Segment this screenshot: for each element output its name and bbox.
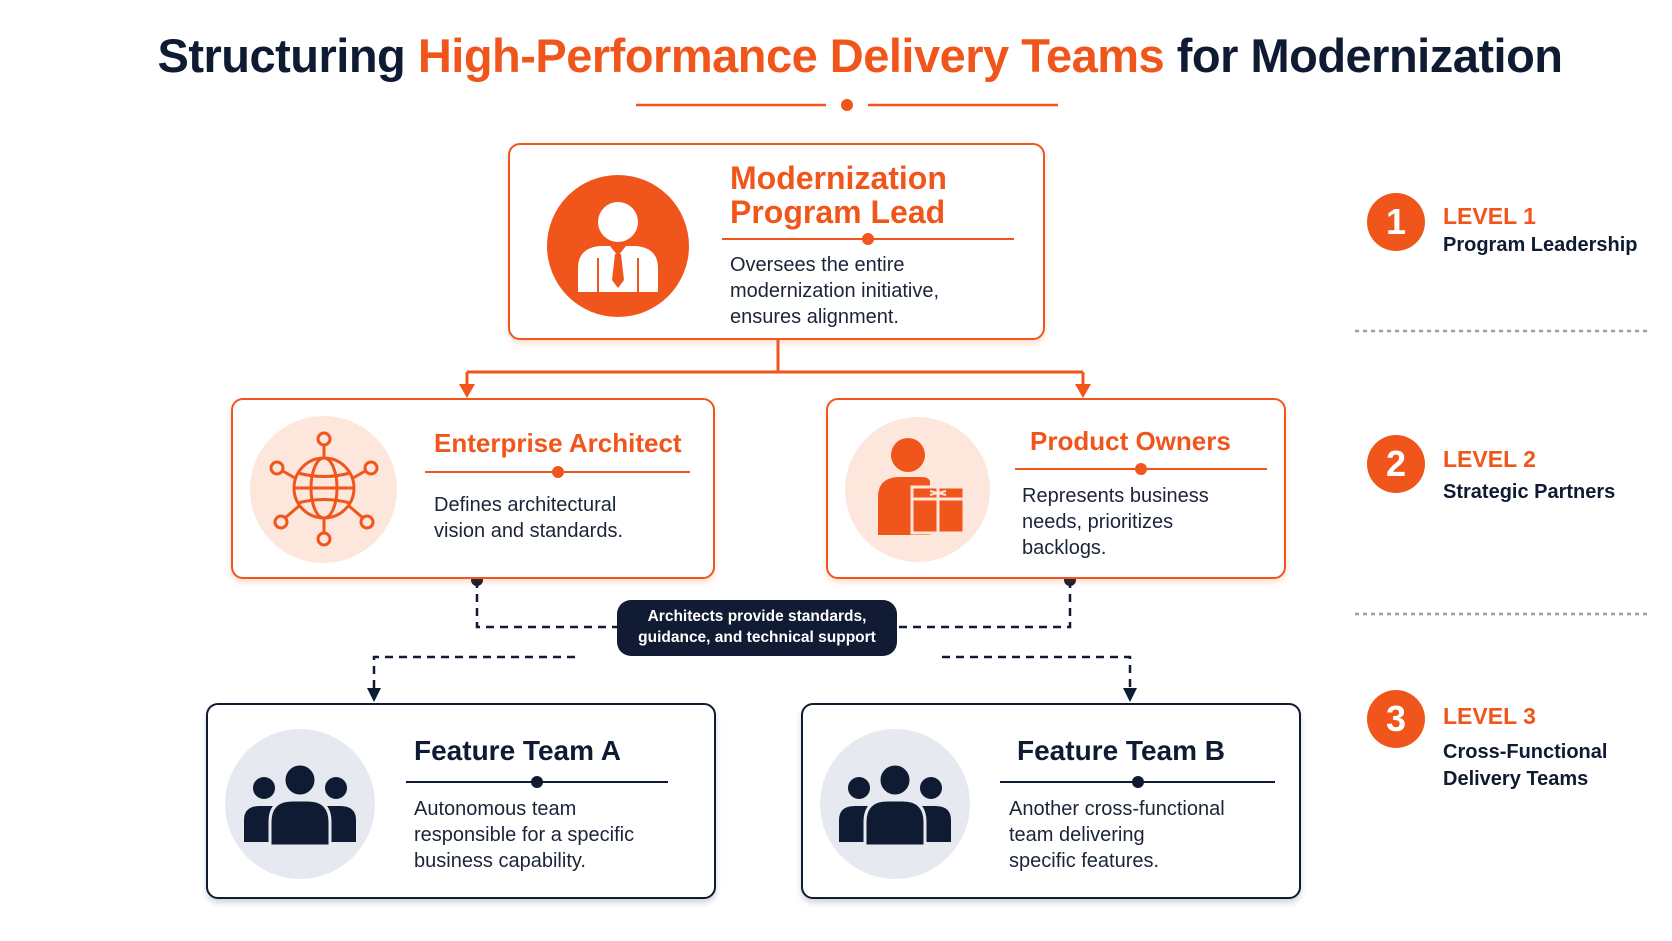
globe-network-icon [250, 416, 397, 563]
level-2-label: LEVEL 2 [1443, 446, 1536, 472]
callout-line-1: Architects provide standards, [647, 608, 867, 625]
product-owners-desc-line-2: needs, prioritizes [1022, 511, 1174, 533]
feature-team-b-divider [1000, 776, 1275, 788]
enterprise-architect-desc-line-1: Defines architectural [434, 494, 617, 516]
title-part-2: for Modernization [1164, 29, 1563, 82]
level-3-name-line-2: Delivery Teams [1443, 768, 1589, 790]
program-lead-divider [722, 233, 1014, 245]
level-3-name-line-1: Cross-Functional [1443, 741, 1608, 763]
feature-team-b-title: Feature Team B [1017, 735, 1225, 766]
title-part-1: Structuring [157, 29, 418, 82]
enterprise-architect-title: Enterprise Architect [434, 428, 682, 458]
feature-team-a-desc-line-2: responsible for a specific [414, 824, 635, 846]
program-lead-desc-line-3: ensures alignment. [730, 306, 899, 328]
person-box-icon [845, 417, 990, 562]
level-2-name-line-1: Strategic Partners [1443, 481, 1616, 503]
product-owners-desc-line-3: backlogs. [1022, 537, 1107, 559]
program-lead-card: Modernization Program Lead Oversees the … [508, 143, 1045, 340]
enterprise-architect-desc-line-2: vision and standards. [434, 520, 624, 542]
level-1-label: LEVEL 1 [1443, 203, 1536, 229]
level-1-name: Program Leadership [1443, 232, 1638, 259]
level-1-name-line-1: Program Leadership [1443, 234, 1638, 256]
feature-team-b-desc-line-3: specific features. [1009, 850, 1160, 872]
feature-team-b-desc-line-1: Another cross-functional [1009, 798, 1225, 820]
program-lead-desc-line-1: Oversees the entire [730, 254, 905, 276]
program-lead-desc-line-2: modernization initiative, [730, 280, 939, 302]
team-icon [225, 729, 375, 879]
feature-team-a-card: Feature Team A Autonomous team responsib… [206, 703, 716, 899]
product-owners-card: Product Owners Represents business needs… [826, 398, 1286, 579]
feature-team-b-desc-line-2: team delivering [1009, 824, 1145, 846]
feature-team-a-title: Feature Team A [414, 735, 621, 766]
page-title: Structuring High-Performance Delivery Te… [0, 28, 1672, 83]
feature-team-a-desc-line-1: Autonomous team [414, 798, 577, 820]
architect-support-callout: Architects provide standards, guidance, … [617, 600, 897, 656]
title-highlight: High-Performance Delivery Teams [417, 29, 1165, 82]
program-lead-title-line-2: Program Lead [730, 194, 946, 230]
enterprise-architect-divider [425, 466, 690, 478]
level-1-badge: 1 [1367, 193, 1425, 251]
callout-line-2: guidance, and technical support [638, 629, 876, 646]
feature-team-a-divider [406, 776, 668, 788]
level-3-badge: 3 [1367, 690, 1425, 748]
executive-icon [547, 175, 689, 317]
enterprise-architect-card: Enterprise Architect Defines architectur… [231, 398, 715, 579]
feature-team-a-desc-line-3: business capability. [414, 850, 586, 872]
product-owners-desc-line-1: Represents business [1022, 485, 1209, 507]
level-2-name: Strategic Partners [1443, 479, 1615, 506]
level-3-label: LEVEL 3 [1443, 703, 1536, 729]
program-lead-title-line-1: Modernization [730, 160, 947, 196]
product-owners-divider [1015, 463, 1267, 475]
feature-team-b-card: Feature Team B Another cross-functional … [801, 703, 1301, 899]
team-icon [820, 729, 970, 879]
product-owners-title: Product Owners [1030, 426, 1231, 456]
level-2-badge: 2 [1367, 435, 1425, 493]
level-3-name: Cross-Functional Delivery Teams [1443, 739, 1607, 793]
